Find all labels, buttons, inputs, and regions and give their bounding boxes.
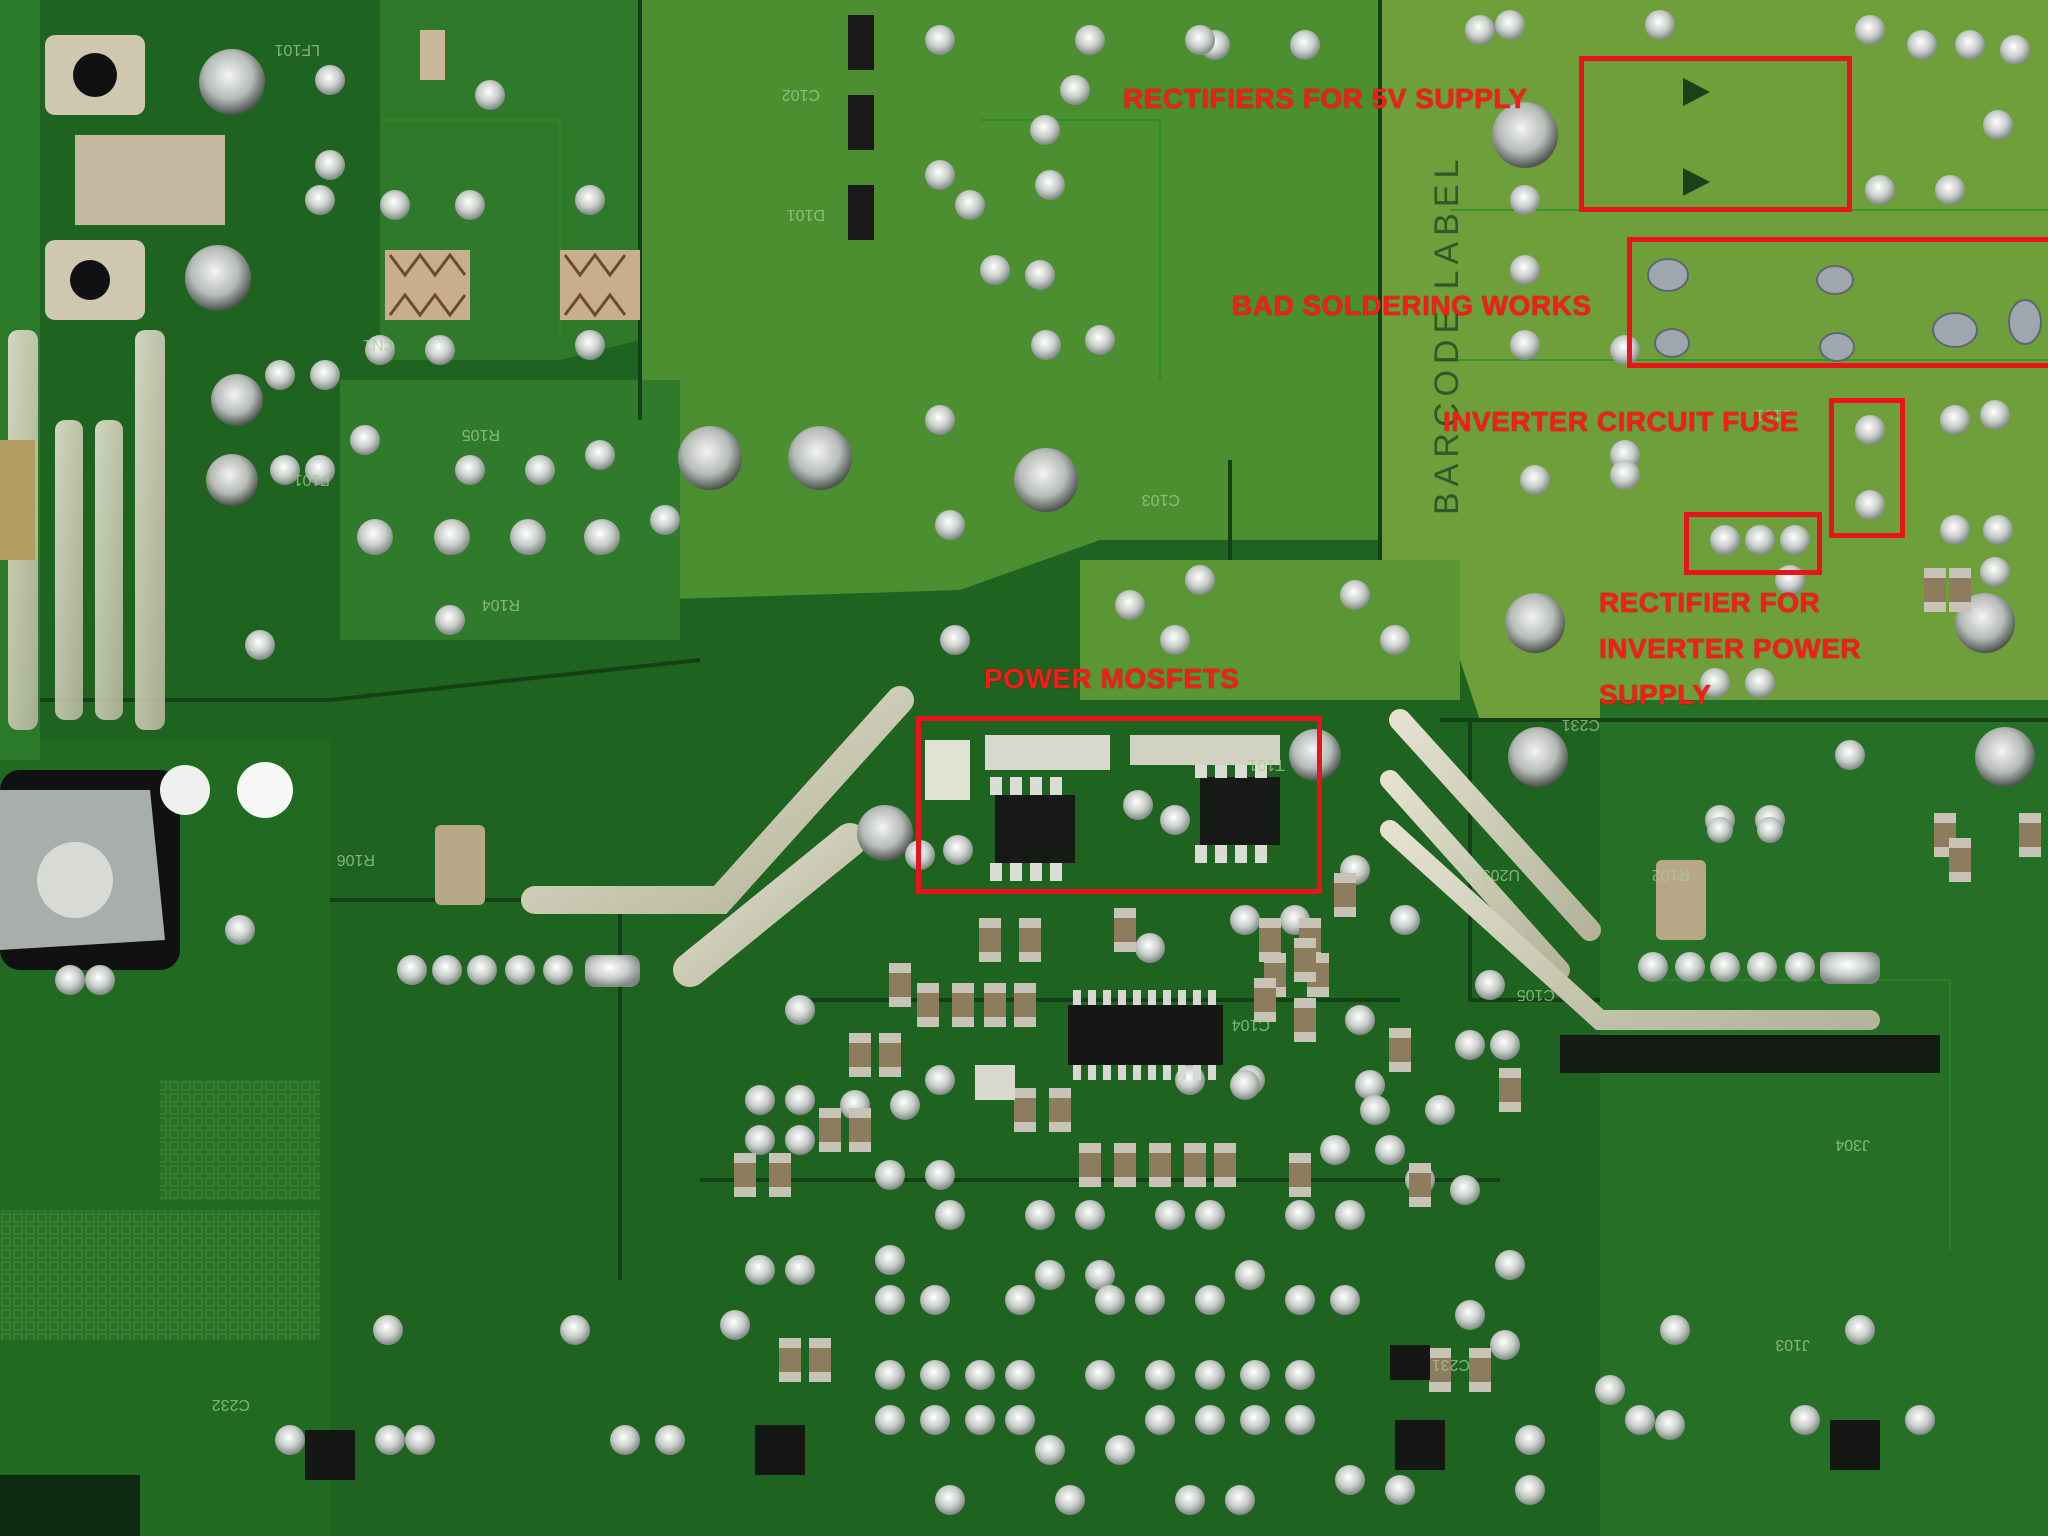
silkscreen-ref: C102	[782, 86, 820, 103]
silkscreen-ref: C231	[1562, 716, 1600, 733]
silkscreen-ref: U203	[1482, 866, 1520, 883]
silkscreen-ref: C231	[1432, 1356, 1470, 1373]
bad-soldering-box	[1627, 237, 2048, 368]
silkscreen-ref: R105	[462, 426, 500, 443]
mosfet-ic-right	[1195, 760, 1280, 863]
silkscreen-ref: J101	[1755, 406, 1790, 423]
inverter-fuse-box	[1829, 398, 1905, 538]
smd-components	[734, 568, 2041, 1392]
silkscreen-ref: D101	[787, 206, 825, 223]
dark-strip	[1560, 1035, 1940, 1073]
silkscreen-ref: C105	[1517, 986, 1555, 1003]
barcode-label-silkscreen: BARCODE LABEL	[1428, 154, 1466, 515]
silkscreen-ref: F101	[293, 471, 330, 488]
label-inverter-rectifier: RECTIFIER FOR INVERTER POWER SUPPLY	[1599, 587, 1862, 710]
fuse-pad	[75, 135, 225, 225]
power-mosfets-box	[916, 716, 1322, 894]
silkscreen-ref: J103	[1775, 1336, 1810, 1353]
silkscreen-ref: C232	[212, 1396, 250, 1413]
label-power-mosfets: POWER MOSFETS	[984, 663, 1240, 694]
silkscreen-ref: R102	[1652, 866, 1690, 883]
silkscreen-ref: R106	[337, 851, 375, 868]
mosfet-ic-left	[990, 777, 1075, 881]
rectifiers-5v-box	[1579, 56, 1852, 212]
silkscreen-ref: CN1	[363, 336, 395, 353]
silkscreen-ref: R104	[482, 596, 520, 613]
silkscreen-ref: C103	[1142, 491, 1180, 508]
inverter-rectifier-box	[1684, 512, 1822, 575]
label-inverter-fuse: INVERTER CIRCUIT FUSE	[1443, 406, 1799, 437]
controller-ic	[1068, 990, 1223, 1080]
label-rectifiers-5v: RECTIFIERS FOR 5V SUPPLY	[1123, 83, 1528, 114]
label-bad-soldering: BAD SOLDERING WORKS	[1232, 290, 1592, 321]
silkscreen-ref: T101	[1248, 756, 1285, 773]
silkscreen-ref: LF101	[275, 41, 320, 58]
silkscreen-ref: J304	[1835, 1136, 1870, 1153]
silkscreen-ref: C104	[1232, 1016, 1270, 1033]
